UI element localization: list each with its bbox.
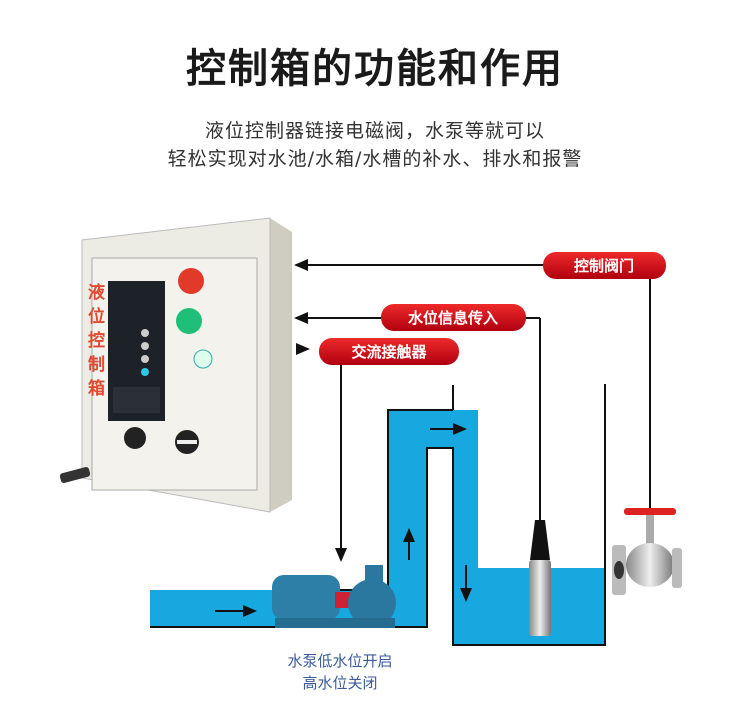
label-control-valve: 控制阀门 <box>543 252 666 279</box>
svg-text:控制阀门: 控制阀门 <box>574 257 634 275</box>
level-sensor-probe <box>529 520 551 636</box>
page-title: 控制箱的功能和作用 <box>186 46 564 92</box>
svg-text:交流接触器: 交流接触器 <box>351 343 427 361</box>
svg-text:位: 位 <box>88 306 105 327</box>
label-water-level-input: 水位信息传入 <box>381 304 526 331</box>
svg-text:水位信息传入: 水位信息传入 <box>408 309 498 327</box>
pump-caption-line-1: 水泵低水位开启 <box>287 652 392 670</box>
water-pipes <box>150 384 606 646</box>
subtitle-line-1: 液位控制器链接电磁阀，水泵等就可以 <box>204 120 545 142</box>
subtitle-line-2: 轻松实现对水池/水箱/水槽的补水、排水和报警 <box>167 148 583 170</box>
selector-switch-left[interactable] <box>124 427 146 449</box>
svg-text:制: 制 <box>88 354 105 375</box>
red-indicator-light <box>178 268 204 294</box>
control-box: 液 位 控 制 箱 <box>59 217 292 513</box>
svg-text:箱: 箱 <box>88 378 105 399</box>
svg-text:液: 液 <box>88 282 105 303</box>
water-pump <box>272 565 396 628</box>
control-valve <box>612 508 682 595</box>
info-icon <box>193 349 213 369</box>
green-indicator-light <box>176 308 202 334</box>
pump-caption-line-2: 高水位关闭 <box>302 674 377 692</box>
side-label: 液 位 控 制 箱 <box>88 282 105 399</box>
key-icon <box>59 466 91 484</box>
label-ac-contactor: 交流接触器 <box>319 338 459 365</box>
svg-text:控: 控 <box>88 330 105 351</box>
